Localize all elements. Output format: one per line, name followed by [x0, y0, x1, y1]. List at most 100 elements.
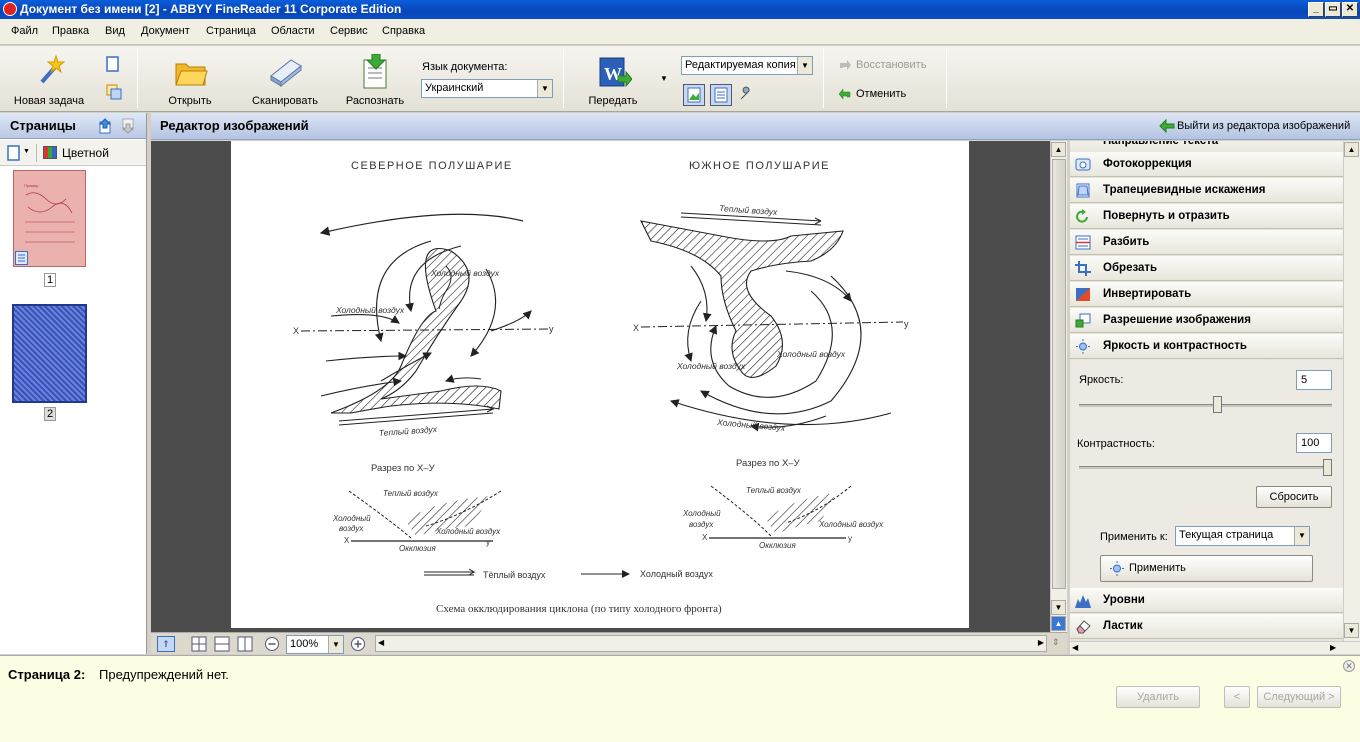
zoom-in-icon[interactable] — [350, 636, 366, 652]
brightness-input[interactable]: 5 — [1296, 370, 1332, 390]
tool-label: Трапециевидные искажения — [1103, 184, 1266, 196]
apply-button[interactable]: Применить — [1100, 555, 1313, 582]
tool-photo-correction[interactable]: Фотокоррекция — [1070, 152, 1343, 177]
page-view-icon[interactable] — [7, 145, 21, 161]
chevron-down-icon[interactable]: ▼ — [1294, 527, 1309, 545]
brightness-slider-track[interactable] — [1079, 404, 1332, 407]
tool-split[interactable]: Разбить — [1070, 230, 1343, 255]
canvas-vertical-scrollbar[interactable]: ▲ ▼ ▲ — [1050, 141, 1067, 632]
brightness-slider-thumb[interactable] — [1213, 396, 1223, 413]
delete-button[interactable]: Удалить — [1116, 686, 1200, 708]
tools-panel-horizontal-scrollbar[interactable]: ◀ ▶ — [1070, 641, 1360, 654]
scroll-left-icon[interactable]: ◀ — [1072, 643, 1079, 652]
tool-levels[interactable]: Уровни — [1070, 588, 1343, 613]
tool-rotate[interactable]: Повернуть и отразить — [1070, 204, 1343, 229]
word-send-icon: W — [599, 57, 632, 88]
north-section-drawing: Теплый воздух Холодный воздух Холодный в… — [332, 489, 502, 553]
chevron-down-icon[interactable]: ▼ — [797, 57, 812, 74]
scroll-right-icon[interactable]: ▶ — [1037, 638, 1044, 647]
color-mode-button[interactable]: Цветной — [62, 146, 109, 160]
tool-invert[interactable]: Инвертировать — [1070, 282, 1343, 307]
south-occlusion-label: Окклюзия — [759, 541, 796, 550]
south-y-label: у — [904, 319, 909, 329]
back-arrow-icon[interactable] — [1159, 119, 1175, 133]
close-icon[interactable]: ✕ — [1343, 660, 1355, 672]
app-icon[interactable] — [3, 2, 17, 16]
scroll-right-icon[interactable]: ▶ — [1330, 643, 1337, 652]
open-button[interactable]: Открыть — [155, 50, 225, 108]
contrast-input[interactable]: 100 — [1296, 433, 1332, 453]
menu-areas[interactable]: Области — [271, 25, 315, 37]
send-button[interactable]: W Передать — [580, 50, 646, 108]
restore-window-button[interactable]: ▭ — [1325, 2, 1341, 17]
page-thumbnail-2[interactable] — [12, 304, 87, 403]
contrast-slider-thumb[interactable] — [1323, 459, 1332, 476]
tool-crop[interactable]: Обрезать — [1070, 256, 1343, 281]
menu-file[interactable]: Файл — [11, 25, 39, 37]
image-view-icon[interactable] — [683, 84, 705, 106]
menu-edit[interactable]: Правка — [52, 25, 90, 37]
recognize-button[interactable]: Распознать — [340, 50, 410, 108]
chevron-down-icon[interactable]: ▼ — [537, 80, 552, 97]
move-page-up-icon[interactable] — [97, 118, 113, 134]
crop-icon — [1075, 261, 1091, 276]
scroll-down-icon[interactable]: ▼ — [1051, 600, 1066, 615]
restore-button[interactable]: Восстановить — [856, 59, 927, 71]
close-window-button[interactable]: ✕ — [1342, 2, 1358, 17]
image-canvas[interactable]: СЕВЕРНОЕ ПОЛУШАРИЕ ЮЖНОЕ ПОЛУШАРИЕ Х у — [151, 141, 1050, 632]
zoom-select[interactable]: 100% ▼ — [286, 635, 344, 654]
fit-page-icon[interactable] — [191, 636, 207, 652]
tools-panel-scrollbar[interactable]: ▲ ▼ — [1343, 141, 1360, 641]
tool-label: Инвертировать — [1103, 288, 1192, 300]
zoom-out-icon[interactable] — [264, 636, 280, 652]
svg-text:Пример: Пример — [24, 183, 39, 188]
brightness-contrast-settings: Яркость: 5 Контрастность: 100 Сбросить П… — [1070, 360, 1343, 588]
tool-trapezoid[interactable]: Трапециевидные искажения — [1070, 178, 1343, 203]
canvas-horizontal-scrollbar[interactable]: ◀ ▶ — [375, 635, 1047, 652]
tool-brightness-contrast[interactable]: Яркость и контрастность — [1070, 334, 1343, 359]
menu-help[interactable]: Справка — [382, 25, 426, 37]
tool-eraser[interactable]: Ластик — [1070, 614, 1343, 639]
scroll-up-icon[interactable]: ▲ — [1051, 142, 1066, 157]
move-page-down-icon[interactable] — [120, 118, 136, 134]
collapse-panels-icon[interactable]: ⇑ — [157, 636, 175, 652]
scroll-up-icon[interactable]: ▲ — [1344, 142, 1359, 157]
minimize-button[interactable]: _ — [1308, 2, 1324, 17]
next-button[interactable]: Следующий > — [1257, 686, 1341, 708]
menu-tools[interactable]: Сервис — [330, 25, 368, 37]
fit-height-icon[interactable] — [237, 636, 253, 652]
new-document-icon[interactable] — [106, 56, 120, 72]
diagram-caption: Схема окклюдирования циклона (по типу хо… — [436, 603, 722, 615]
text-view-icon[interactable] — [710, 84, 732, 106]
previous-button[interactable]: < — [1224, 686, 1250, 708]
undo-icon[interactable] — [838, 87, 852, 99]
menu-document[interactable]: Документ — [141, 25, 190, 37]
tool-label: Обрезать — [1103, 262, 1158, 274]
apply-to-select[interactable]: Текущая страница ▼ — [1175, 526, 1310, 546]
wrench-icon[interactable] — [738, 86, 754, 102]
copy-mode-select[interactable]: Редактируемая копия ▼ — [681, 56, 813, 75]
legend-cold-label: Холодный воздух — [640, 569, 713, 579]
fit-width-icon[interactable] — [214, 636, 230, 652]
undo-button[interactable]: Отменить — [856, 88, 907, 100]
tool-resolution[interactable]: Разрешение изображения — [1070, 308, 1343, 333]
new-task-button[interactable]: Новая задача — [6, 50, 92, 108]
redo-icon[interactable] — [838, 58, 852, 70]
scroll-down-icon[interactable]: ▼ — [1344, 623, 1359, 638]
south-section-drawing: Теплый воздух Холодный воздух Холодный в… — [682, 485, 884, 550]
scan-button[interactable]: Сканировать — [245, 50, 325, 108]
scroll-left-icon[interactable]: ◀ — [378, 638, 385, 647]
exit-image-editor-link[interactable]: Выйти из редактора изображений — [1177, 120, 1351, 132]
send-dropdown-icon[interactable]: ▼ — [660, 74, 668, 83]
menu-page[interactable]: Страница — [206, 25, 256, 37]
page-view-dropdown-icon[interactable]: ▼ — [23, 148, 30, 155]
copy-pages-icon[interactable] — [106, 84, 122, 100]
vertical-scroll-thumb[interactable] — [1052, 159, 1066, 589]
page-thumbnail-1[interactable]: Пример — [13, 170, 86, 267]
doc-language-select[interactable]: Украинский ▼ — [421, 79, 553, 98]
menu-view[interactable]: Вид — [105, 25, 125, 37]
chevron-down-icon[interactable]: ▼ — [328, 636, 343, 653]
contrast-slider-track[interactable] — [1079, 466, 1332, 469]
reset-button[interactable]: Сбросить — [1256, 486, 1332, 508]
page-up-icon[interactable]: ▲ — [1051, 616, 1066, 631]
